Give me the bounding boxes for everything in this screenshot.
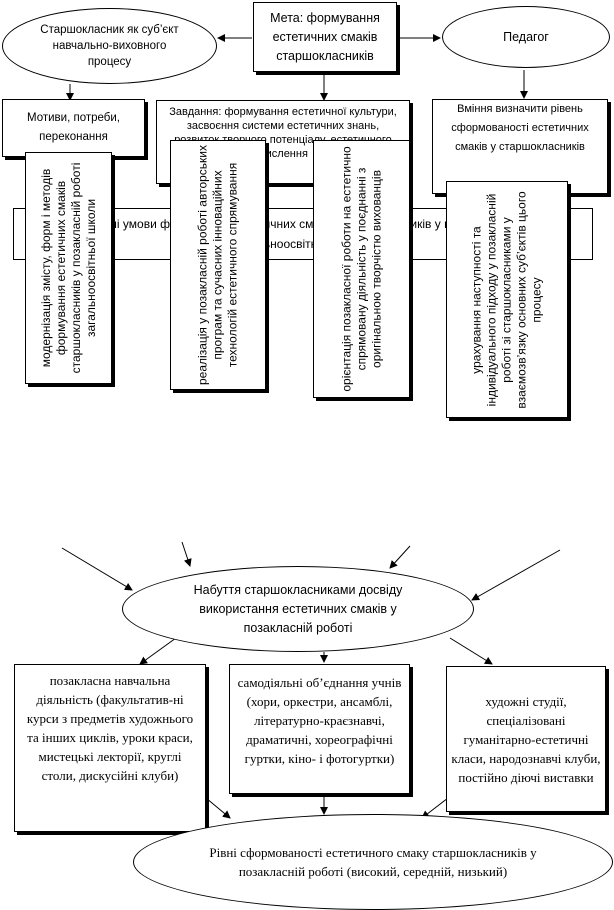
levels-text: Рівні сформованості естетичного смаку ст…	[209, 845, 537, 879]
form-text-2: самодіяльні об’єднання учнів (хори, орке…	[237, 675, 402, 766]
condition-box-1: модернізація змісту, форм і методів форм…	[25, 152, 112, 384]
arrow-form-1	[139, 637, 177, 665]
motives-box: Мотиви, потреби, переконання	[2, 99, 145, 157]
skills-box: Вміння визначити рівень сформованості ес…	[432, 99, 608, 194]
teacher-text: Педагог	[503, 30, 549, 44]
goal-text: Мета: формування естетичних смаків старш…	[270, 10, 380, 63]
condition-text-3: орієнтація позакласної роботи на естетич…	[339, 146, 383, 392]
form-box-1: позакласна навчальна діяльність (факульт…	[14, 664, 206, 832]
skills-text: Вміння визначити рівень сформованості ес…	[451, 103, 589, 153]
levels-ellipse: Рівні сформованості естетичного смаку ст…	[133, 814, 613, 910]
arrow-exp-4	[471, 549, 561, 601]
form-box-3: художні студії, спеціалізовані гуманітар…	[446, 666, 606, 812]
arrow-exp-3	[389, 545, 411, 569]
form-box-2: самодіяльні об’єднання учнів (хори, орке…	[229, 664, 410, 794]
condition-text-4: урахування наступності та індивідуальног…	[469, 190, 544, 409]
arrow-exp-1	[61, 547, 133, 591]
experience-ellipse: Набуття старшокласниками досвіду викорис…	[122, 566, 474, 652]
condition-text-1: модернізація змісту, форм і методів форм…	[38, 162, 98, 374]
student-text: Старшокласник як суб’єкт навчально-вихов…	[40, 24, 179, 68]
form-text-1: позакласна навчальна діяльність (факульт…	[26, 673, 194, 783]
arrow-exp-2	[181, 541, 192, 567]
arrow-form-3	[449, 637, 493, 665]
condition-box-2: реалізація у позакласній роботі авторськ…	[170, 140, 266, 390]
teacher-ellipse: Педагог	[442, 6, 610, 68]
form-text-3: художні студії, спеціалізовані гуманітар…	[451, 693, 601, 785]
student-ellipse: Старшокласник як суб’єкт навчально-вихов…	[2, 8, 217, 84]
condition-box-4: урахування наступності та індивідуальног…	[446, 181, 568, 418]
condition-text-2: реалізація у позакласній роботі авторськ…	[195, 145, 240, 385]
experience-text: Набуття старшокласниками досвіду викорис…	[193, 582, 403, 635]
condition-box-3: орієнтація позакласної роботи на естетич…	[313, 140, 410, 398]
motives-text: Мотиви, потреби, переконання	[27, 112, 120, 143]
goal-box: Мета: формування естетичних смаків старш…	[253, 2, 397, 72]
arrow-level-1	[205, 797, 231, 819]
